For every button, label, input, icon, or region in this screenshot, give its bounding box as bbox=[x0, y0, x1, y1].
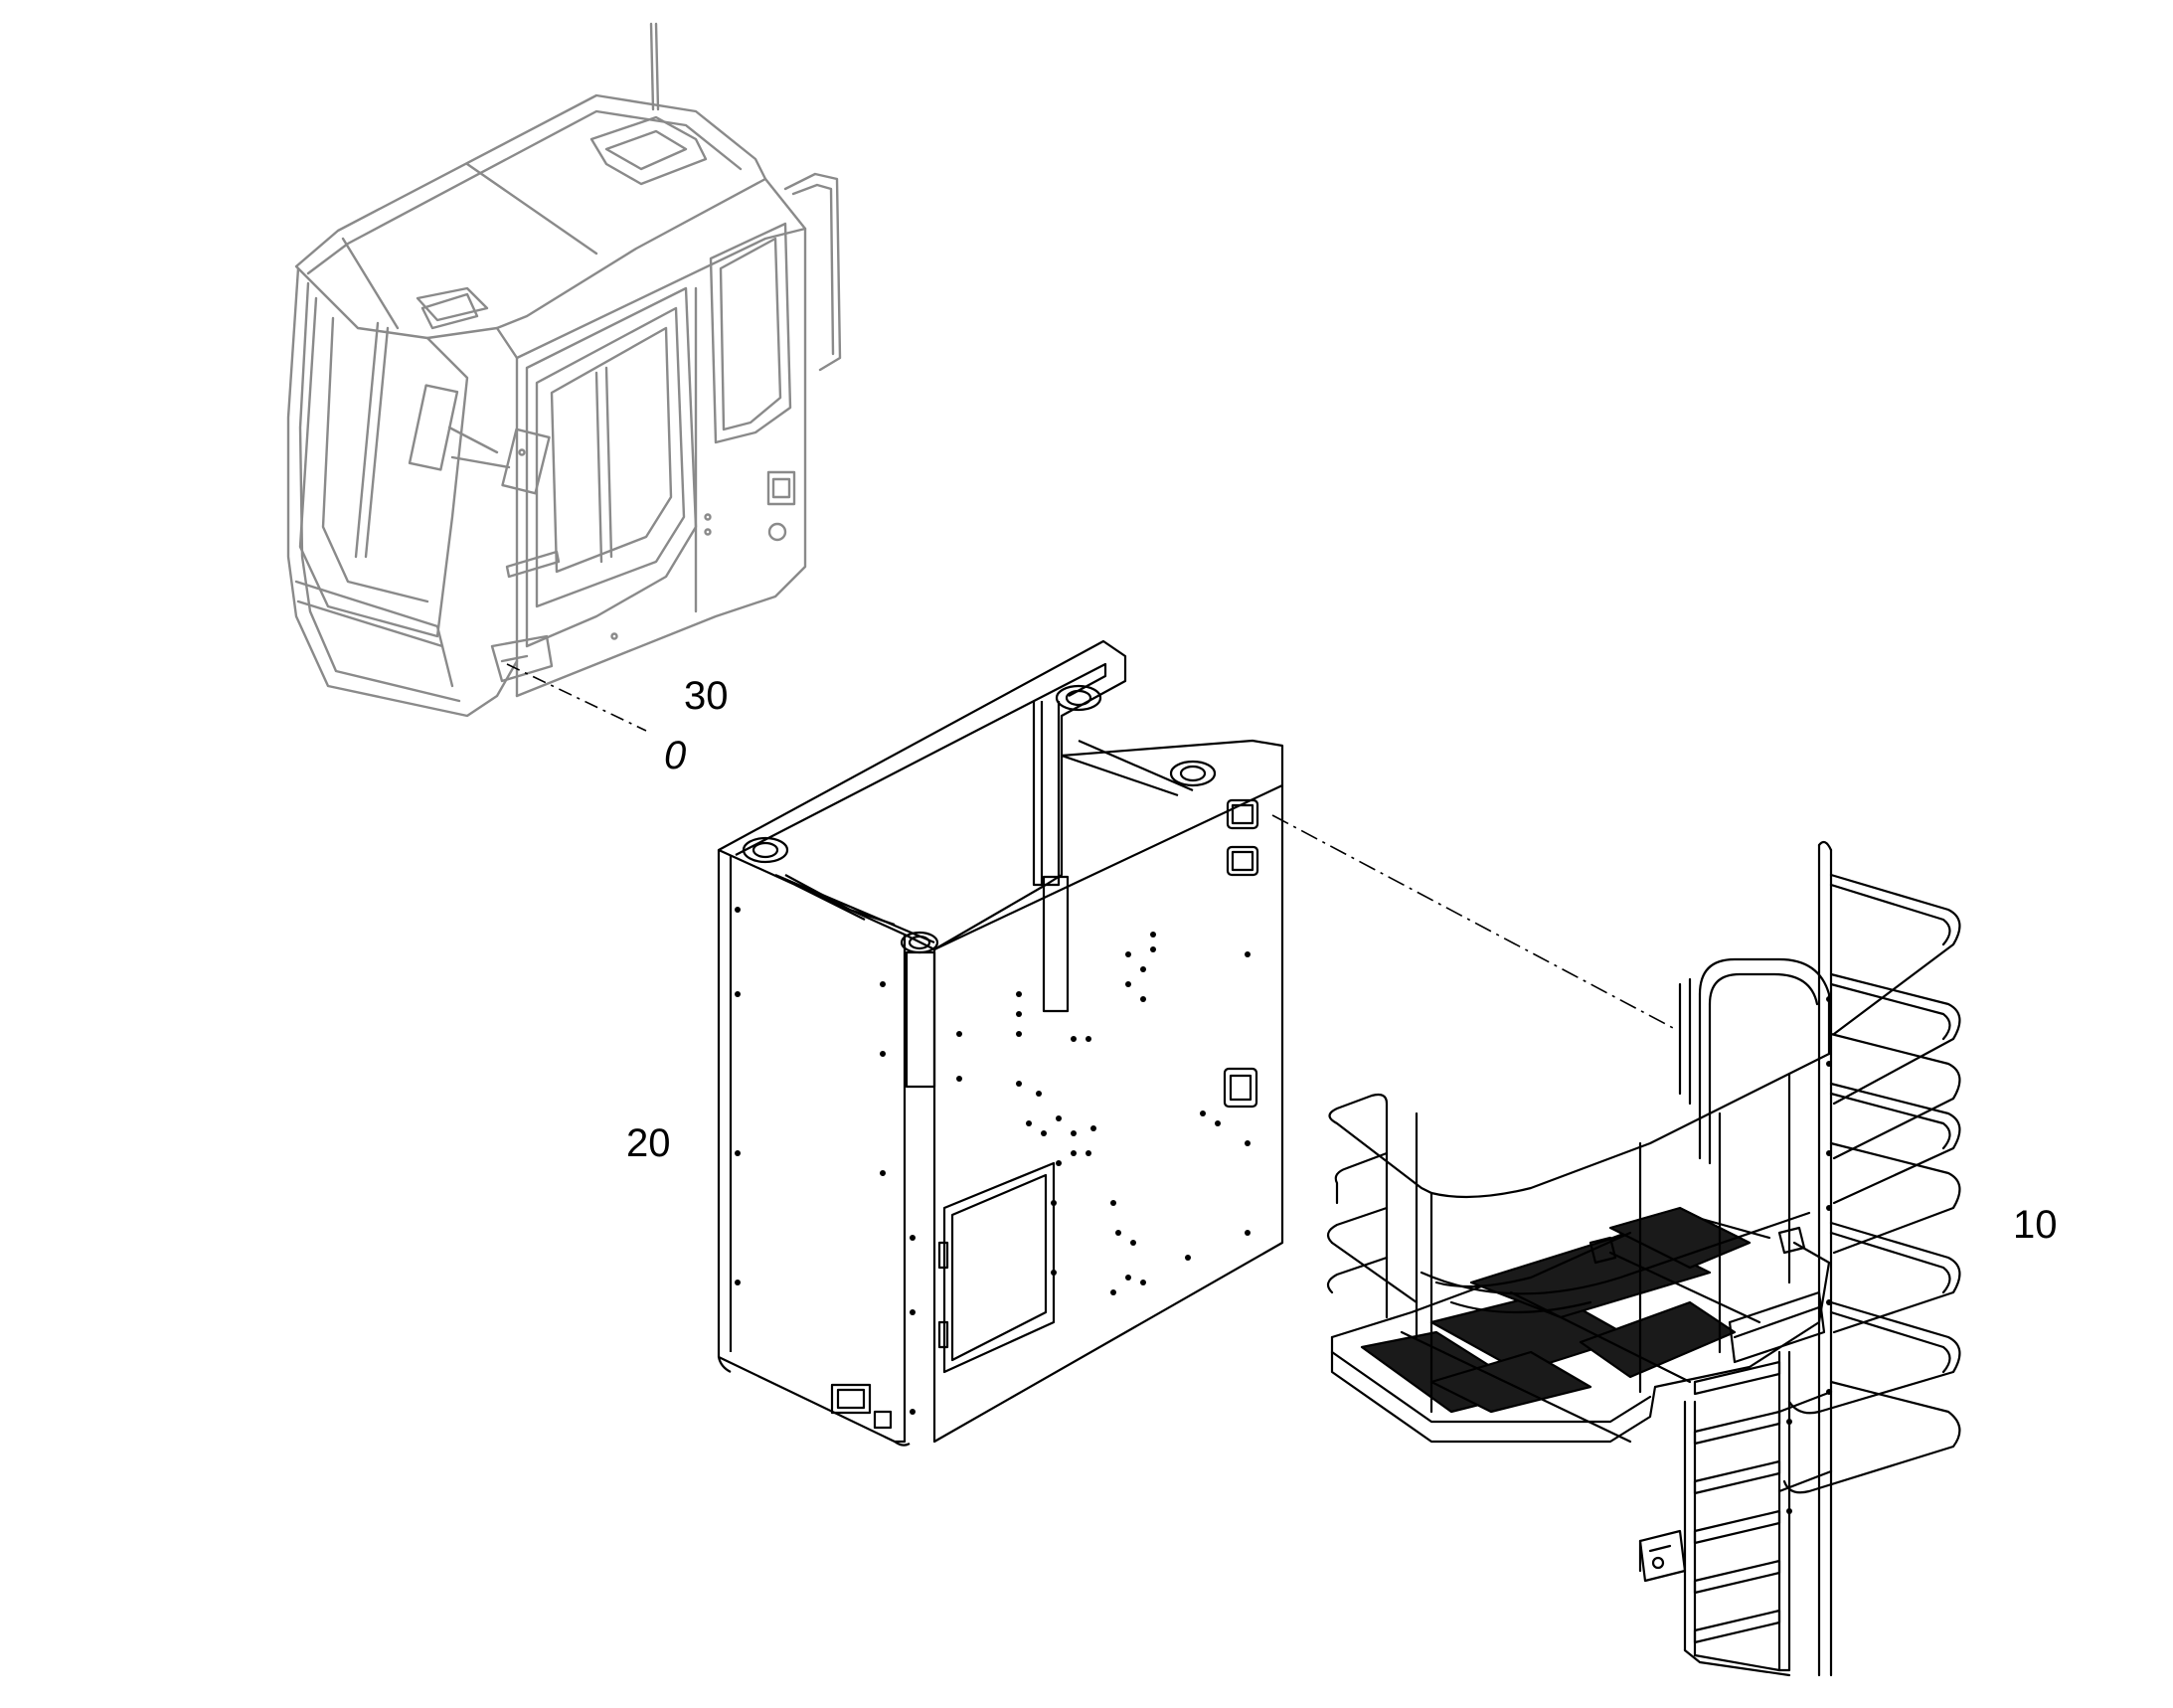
callout-label-10: 10 bbox=[2013, 1203, 2058, 1247]
callout-label-20: 20 bbox=[626, 1121, 671, 1165]
platform-ladder-icon bbox=[1326, 840, 1961, 1677]
callout-label-30-sub: 0 bbox=[664, 734, 687, 777]
platform-bolts bbox=[1786, 996, 1832, 1514]
bolt-holes bbox=[735, 907, 1251, 1415]
operator-cab-icon bbox=[286, 22, 842, 718]
cab-base-frame-icon bbox=[717, 639, 1284, 1447]
leader-line-30 bbox=[506, 663, 647, 732]
leader-line-10 bbox=[1271, 814, 1676, 1030]
callout-label-30: 30 bbox=[684, 674, 729, 718]
